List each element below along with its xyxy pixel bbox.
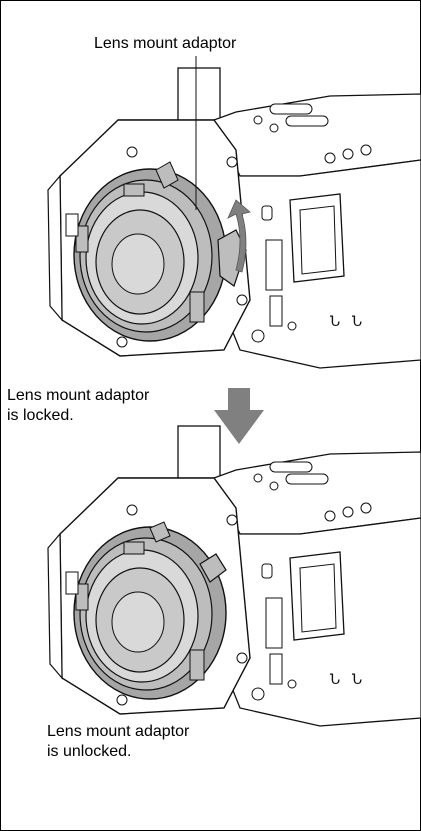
adaptor-label: Lens mount adaptor: [94, 35, 237, 52]
unlocked-caption: Lens mount adaptor is unlocked.: [47, 722, 189, 762]
unlocked-caption-line2: is unlocked.: [47, 743, 132, 760]
down-arrow-icon: [214, 388, 264, 444]
unlocked-caption-line1: Lens mount adaptor: [47, 723, 190, 740]
locked-caption-line2: is locked.: [7, 407, 74, 424]
locked-caption: Lens mount adaptor is locked.: [7, 386, 149, 426]
locked-caption-line1: Lens mount adaptor: [7, 387, 150, 404]
camera-locked-view: [47, 67, 421, 369]
curved-arrow-icon: [227, 199, 251, 273]
camera-unlocked-view: [47, 425, 421, 727]
